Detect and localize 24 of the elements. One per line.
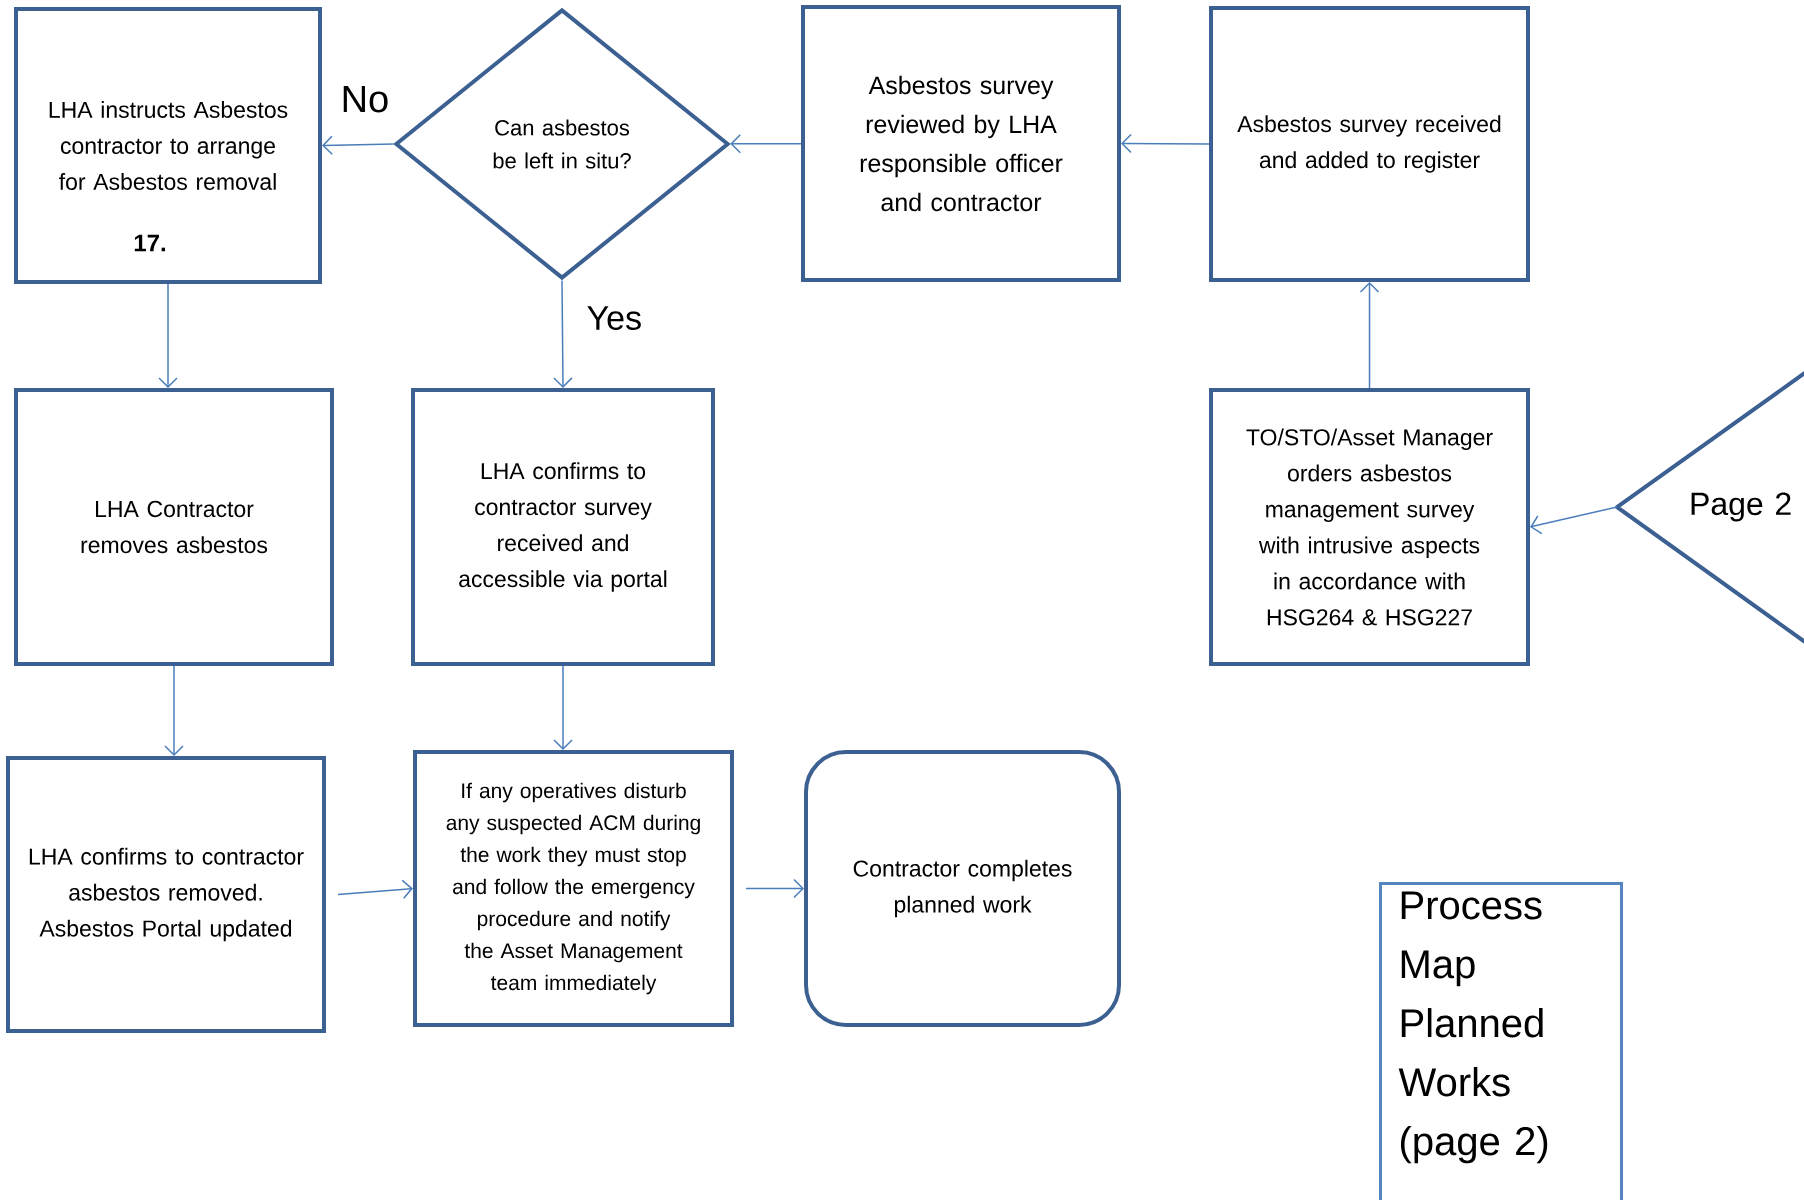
arrow [322,135,395,156]
process-box: LHA confirms to contractor survey received and accessible via portal [411,388,715,666]
offpage-connector: Page 2 [1615,353,1804,662]
process-box: TO/STO/Asset Manager orders asbestos management survey with intrusive aspects in accordance with HSG264 & HSG227 [1209,388,1530,666]
process-box: LHA confirms to contractor asbestos removed. Asbestos Portal updated [6,756,326,1033]
step-number: 17. [134,234,166,252]
arrow [1530,506,1618,535]
arrow [337,879,413,900]
process-box: LHA Contractor removes asbestos [14,388,334,666]
arrow [730,134,802,154]
terminal-box: Contractor completes planned work [804,750,1121,1027]
arrow [158,283,178,388]
arrow [164,665,184,756]
arrow [1359,282,1380,389]
title-box: Process Map Planned Works (page 2) [1379,882,1623,1200]
arrow [553,665,573,750]
process-box: Asbestos survey reviewed by LHA responsible officer and contractor [801,5,1121,282]
edge-label: Yes [584,304,644,332]
arrow [1121,133,1210,154]
edge-label: No [338,83,392,115]
process-box: Asbestos survey received and added to register [1209,6,1530,282]
process-box: If any operatives disturb any suspected ACM during the work they must stop and follow the emergency procedure and notify the Asset Management team immediately [413,750,734,1027]
arrow [745,878,804,899]
arrow [553,279,573,388]
